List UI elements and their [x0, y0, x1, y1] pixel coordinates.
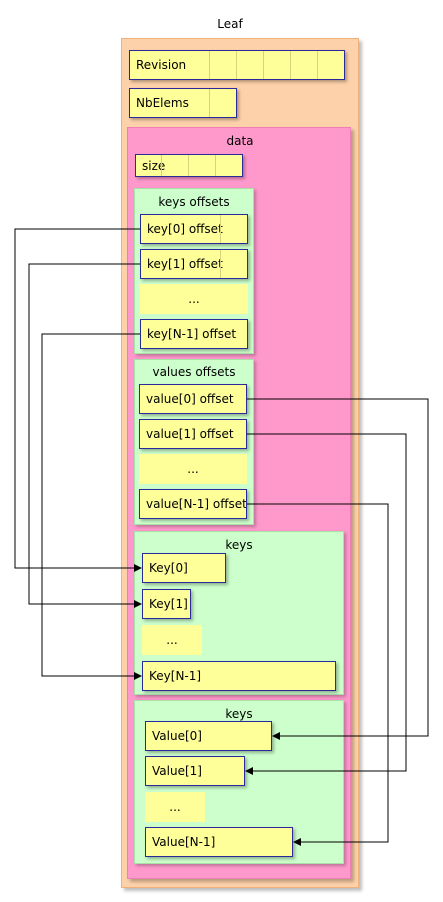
key-1-offset-cells	[220, 250, 247, 278]
value-0-offset-label: value[0] offset	[146, 392, 234, 406]
keys-ellipsis: ...	[142, 625, 202, 655]
value-1-label: Value[1]	[152, 764, 202, 778]
values-offsets-ellipsis: ...	[139, 454, 247, 484]
keys-ellipsis-label: ...	[166, 633, 178, 647]
arrow-key-n-1-offset	[41, 333, 142, 680]
values-ellipsis-label: ...	[169, 800, 181, 814]
value-0-label: Value[0]	[152, 729, 202, 743]
values-title: keys	[225, 707, 253, 721]
value-n-1-offset-label: value[N-1] offset	[146, 497, 247, 511]
key-0-label: Key[0]	[149, 561, 188, 575]
key-n-1-offset-field: key[N-1] offset	[140, 319, 248, 349]
value-1-offset-label: value[1] offset	[146, 427, 234, 441]
keys-offsets-ellipsis-label: ...	[188, 292, 200, 306]
arrow-value-1-offset	[245, 433, 407, 775]
value-1-offset-field: value[1] offset	[139, 419, 247, 449]
data-title: data	[226, 134, 254, 148]
arrow-key-0-offset	[14, 228, 142, 572]
revision-byte-cells	[209, 51, 344, 79]
nbelems-byte-cells	[209, 89, 236, 117]
arrow-value-n-1-offset	[247, 503, 389, 846]
size-label: size	[142, 158, 166, 173]
revision-label: Revision	[136, 58, 187, 72]
key-0-field: Key[0]	[142, 553, 226, 583]
value-1-field: Value[1]	[145, 756, 245, 786]
key-1-field: Key[1]	[142, 589, 191, 619]
values-ellipsis: ...	[145, 792, 205, 822]
key-1-offset-label: key[1] offset	[147, 257, 223, 271]
key-0-offset-label: key[0] offset	[147, 222, 223, 236]
nbelems-label: NbElems	[136, 96, 189, 110]
keys-offsets-title: keys offsets	[158, 195, 230, 209]
keys-title: keys	[225, 538, 253, 552]
leaf-title: Leaf	[217, 17, 243, 31]
key-n-1-offset-label: key[N-1] offset	[147, 327, 237, 341]
value-n-1-offset-field: value[N-1] offset	[139, 489, 247, 519]
size-field: size	[135, 154, 243, 177]
size-byte-cells	[161, 155, 242, 176]
values-offsets-title: values offsets	[152, 365, 236, 379]
key-0-offset-field: key[0] offset	[140, 214, 248, 244]
key-n-1-field: Key[N-1]	[142, 661, 336, 691]
key-1-label: Key[1]	[149, 597, 188, 611]
nbelems-field: NbElems	[129, 88, 237, 118]
values-offsets-ellipsis-label: ...	[187, 462, 199, 476]
key-0-offset-cells	[220, 215, 247, 243]
revision-field: Revision	[129, 50, 345, 80]
key-n-1-label: Key[N-1]	[149, 669, 202, 683]
arrow-key-1-offset	[28, 263, 142, 608]
keys-offsets-ellipsis: ...	[140, 284, 248, 314]
value-n-1-field: Value[N-1]	[145, 827, 293, 857]
value-n-1-label: Value[N-1]	[152, 835, 216, 849]
arrow-value-0-offset	[247, 398, 429, 740]
key-1-offset-field: key[1] offset	[140, 249, 248, 279]
value-0-field: Value[0]	[145, 721, 272, 751]
value-0-offset-field: value[0] offset	[139, 384, 247, 414]
